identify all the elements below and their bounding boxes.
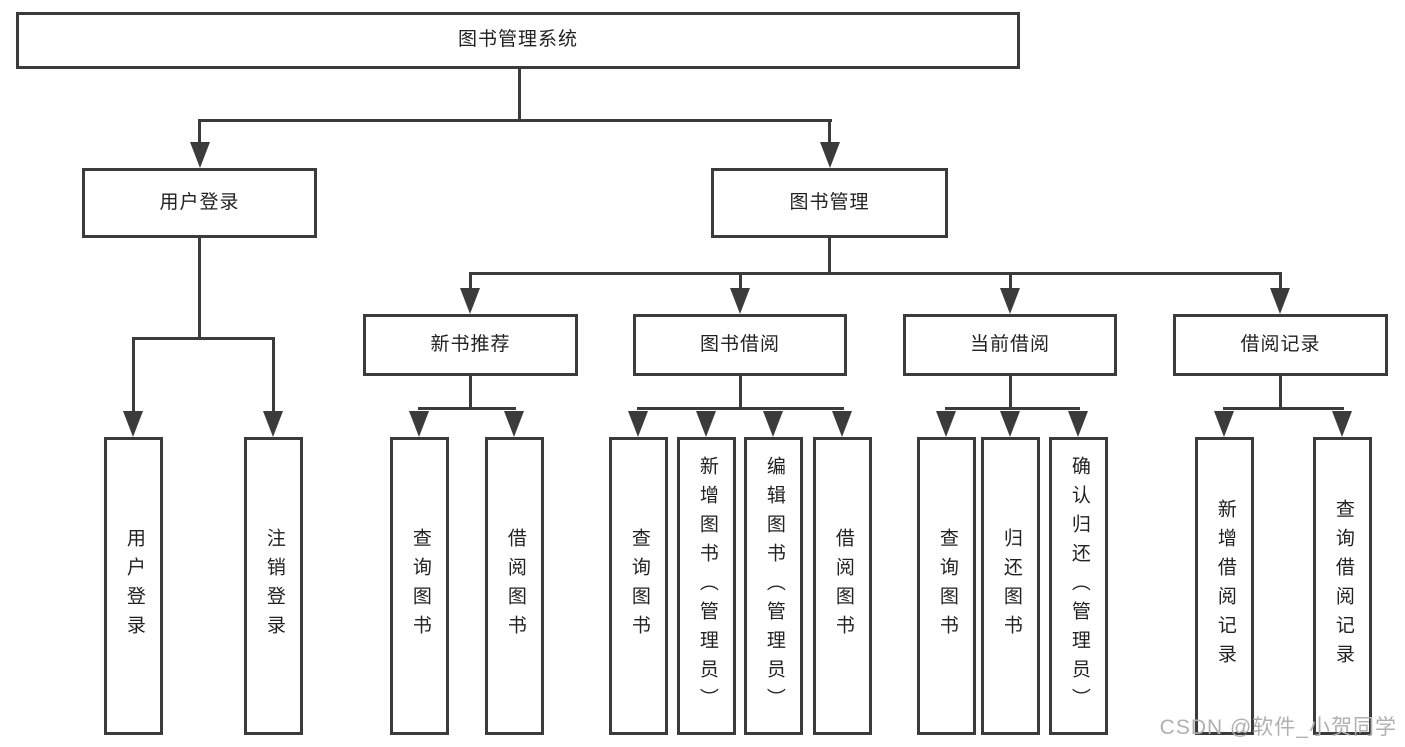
watermark: CSDN @软件_小贺同学 bbox=[1159, 716, 1397, 739]
connector-recommend-stem bbox=[469, 376, 472, 407]
arrowhead-rec2-add bbox=[1214, 411, 1234, 437]
connector-recommend-rail bbox=[418, 407, 516, 410]
arrowhead-recommend bbox=[460, 288, 480, 314]
connector-current-drop bbox=[1009, 272, 1012, 294]
arrowhead-bor-query bbox=[628, 411, 648, 437]
node-records: 借阅记录 bbox=[1173, 314, 1388, 376]
node-management: 图书管理 bbox=[711, 168, 948, 238]
arrowhead-borrowing bbox=[730, 288, 750, 314]
connector-records-stem bbox=[1279, 376, 1282, 407]
arrowhead-cur-confirm bbox=[1068, 411, 1088, 437]
node-current: 当前借阅 bbox=[903, 314, 1117, 376]
connector-management-rail bbox=[469, 272, 1282, 275]
node-borrowing: 图书借阅 bbox=[633, 314, 847, 376]
connector-management-stem bbox=[828, 238, 831, 272]
node-leaf-rec2-add: 新增借阅记录 bbox=[1195, 437, 1254, 735]
node-leaf-logout: 注销登录 bbox=[244, 437, 303, 735]
node-leaf-rec2-query: 查询借阅记录 bbox=[1313, 437, 1372, 735]
node-root: 图书管理系统 bbox=[16, 12, 1020, 69]
connector-root-rail bbox=[198, 119, 832, 122]
arrowhead-logout bbox=[263, 411, 283, 437]
arrowhead-rec-borrow bbox=[504, 411, 524, 437]
connector-login-stem bbox=[198, 238, 201, 337]
connector-borrowing-stem bbox=[739, 376, 742, 407]
connector-recommend-drop bbox=[469, 272, 472, 294]
node-leaf-rec-borrow: 借阅图书 bbox=[485, 437, 544, 735]
arrowhead-rec-query bbox=[409, 411, 429, 437]
connector-current-stem bbox=[1009, 376, 1012, 407]
node-recommend: 新书推荐 bbox=[363, 314, 578, 376]
node-leaf-cur-confirm: 确认归还（管理员） bbox=[1049, 437, 1108, 735]
arrowhead-cur-return bbox=[1000, 411, 1020, 437]
connector-logout-drop bbox=[272, 337, 275, 417]
connector-current-rail bbox=[945, 407, 1080, 410]
arrowhead-bor-lend bbox=[832, 411, 852, 437]
node-leaf-bor-add: 新增图书（管理员） bbox=[677, 437, 736, 735]
connector-management-drop bbox=[828, 119, 831, 149]
arrowhead-management bbox=[820, 142, 840, 168]
arrowhead-rec2-query bbox=[1332, 411, 1352, 437]
connector-root-stem bbox=[518, 69, 521, 119]
node-leaf-user-login: 用户登录 bbox=[104, 437, 163, 735]
arrowhead-userlogin bbox=[123, 411, 143, 437]
arrowhead-records bbox=[1270, 288, 1290, 314]
arrowhead-login bbox=[190, 142, 210, 168]
connector-borrowing-rail bbox=[637, 407, 844, 410]
node-leaf-rec-query: 查询图书 bbox=[390, 437, 449, 735]
connector-login-rail bbox=[132, 337, 275, 340]
connector-records-rail bbox=[1223, 407, 1344, 410]
arrowhead-current bbox=[1000, 288, 1020, 314]
node-leaf-bor-query: 查询图书 bbox=[609, 437, 668, 735]
node-leaf-cur-return: 归还图书 bbox=[981, 437, 1040, 735]
node-login: 用户登录 bbox=[82, 168, 317, 238]
arrowhead-bor-edit bbox=[763, 411, 783, 437]
connector-records-drop bbox=[1279, 272, 1282, 294]
arrowhead-cur-query bbox=[936, 411, 956, 437]
arrowhead-bor-add bbox=[696, 411, 716, 437]
connector-userlogin-drop bbox=[132, 337, 135, 417]
connector-borrowing-drop bbox=[739, 272, 742, 294]
node-leaf-bor-lend: 借阅图书 bbox=[813, 437, 872, 735]
node-leaf-bor-edit: 编辑图书（管理员） bbox=[744, 437, 803, 735]
connector-login-drop bbox=[198, 119, 201, 149]
node-leaf-cur-query: 查询图书 bbox=[917, 437, 976, 735]
